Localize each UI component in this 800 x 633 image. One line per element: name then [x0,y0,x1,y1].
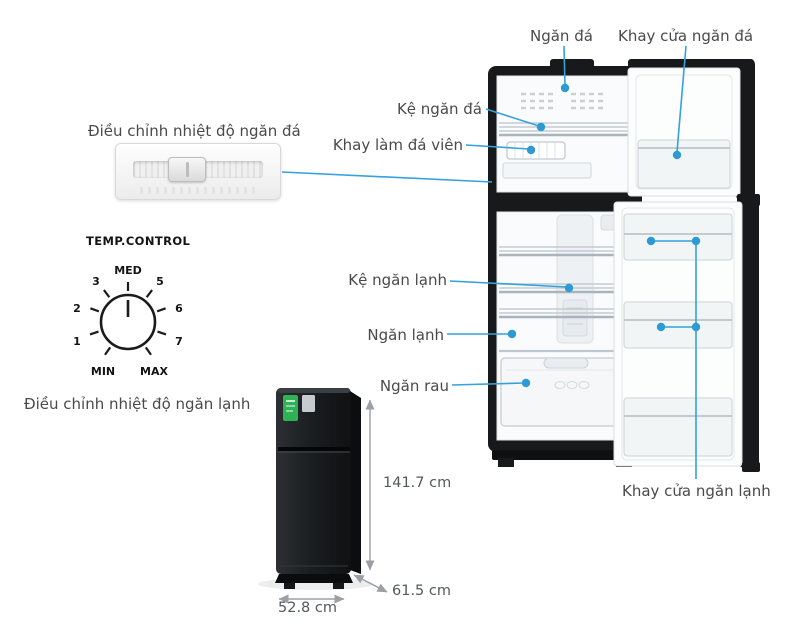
callout-line [485,108,540,127]
label-fridge-temp-control: Điều chỉnh nhiệt độ ngăn lạnh [24,395,251,413]
fridge-door-bin-bottom [623,397,733,457]
callout-line [449,280,568,288]
spec-sticker [302,395,315,412]
dial-ticks [89,282,167,356]
callout-dot [646,236,656,246]
label-fridge-compartment: Ngăn lạnh [367,326,444,344]
temp-control-title: TEMP.CONTROL [86,234,191,248]
freezer-vents [521,92,607,110]
slider-embossed-ridges [140,187,256,194]
slider-handle [168,157,206,182]
dial-label-min: MIN [91,365,115,378]
fridge-top-edge [278,388,350,393]
dial-number-1: 1 [73,335,81,348]
ice-cube-tray [506,141,566,160]
leader-lines [281,45,701,479]
callout-line [451,382,525,386]
dial-number-6: 6 [175,302,183,315]
closed-fridge-illustration [258,388,374,590]
dial-knob [99,293,157,351]
callout-dot [526,145,536,155]
dial-number-3: 3 [92,275,100,288]
label-vegetable-drawer: Ngăn rau [379,377,449,395]
dial-label-med: MED [114,264,142,277]
freezer-shelf [499,122,632,137]
label-freezer-shelf: Kệ ngăn đá [396,100,482,118]
dial-number-5: 5 [156,275,164,288]
callout-dot [691,236,701,246]
label-freezer-door-tray: Khay cửa ngăn đá [618,27,754,45]
depth-arrow [353,574,388,593]
label-freezer-temp-control: Điều chỉnh nhiệt độ ngăn đá [88,122,301,140]
freezer-door-bin [637,139,731,189]
energy-label [283,395,298,421]
dial-label-max: MAX [140,365,168,378]
fridge-door-open [613,194,760,472]
fridge-foot [333,583,344,589]
open-fridge-illustration [488,59,760,472]
callout-dot [691,322,701,332]
fridge-plinth [275,574,353,583]
slider-handle-grip [185,162,189,177]
dimension-arrows [278,399,388,604]
label-ice-cube-tray: Khay làm đá viên [332,136,463,154]
fridge-shelf-1 [499,246,632,257]
height-dimension-label: 141.7 cm [383,475,452,491]
depth-dimension-label: 61.5 cm [392,583,451,599]
fridge-front [276,388,351,574]
vegetable-drawer [500,357,632,427]
callout-dot [672,150,682,160]
callout-dot [560,83,570,93]
callout-line [563,45,566,87]
dial-number-7: 7 [175,335,183,348]
label-fridge-door-tray: Khay cửa ngăn lạnh [622,482,771,500]
temp-control-dial: MED 3 5 2 6 1 7 MIN MAX [73,264,183,378]
callout-line [465,144,530,150]
cabinet-base [492,450,638,460]
callout-dot [536,122,546,132]
callout-line [676,45,687,153]
callout-dot [507,329,517,339]
callout-dot [656,322,666,332]
middle-hinge [737,194,760,206]
callout-line [281,171,493,183]
callout-dot [521,378,531,388]
fridge-door-bin-top [623,213,733,261]
fridge-door-bin-middle [623,301,733,349]
label-freezer-compartment: Ngăn đá [530,27,593,45]
freezer-door-open [627,59,755,199]
callout-dot [564,283,574,293]
ice-bin [502,162,592,179]
bottom-hinge [742,462,760,472]
fridge-shelf-3 [499,308,632,319]
fridge-side [350,391,361,574]
fridge-foot [284,583,295,589]
freezer-temp-slider [115,143,281,200]
width-dimension-label: 52.8 cm [278,600,337,616]
label-fridge-shelf: Kệ ngăn lạnh [348,271,447,289]
cabinet-foot [498,458,514,467]
dial-number-2: 2 [73,302,81,315]
